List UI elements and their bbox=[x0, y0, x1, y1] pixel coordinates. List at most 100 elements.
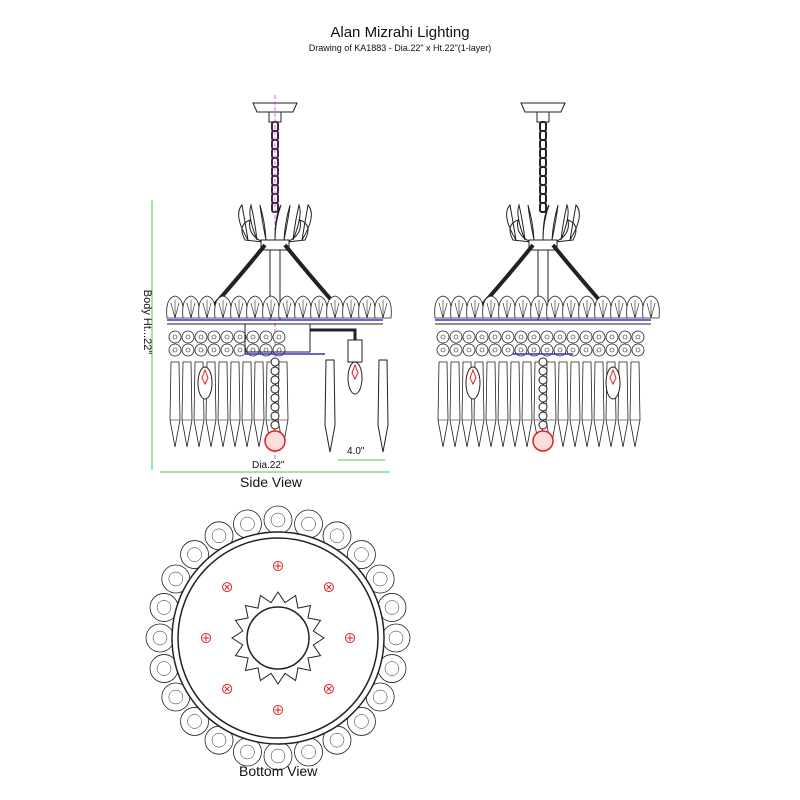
rosette-center bbox=[440, 347, 446, 353]
scallop-detail bbox=[438, 300, 448, 319]
rosette bbox=[540, 343, 554, 357]
rosette-center bbox=[531, 347, 537, 353]
light-marker bbox=[222, 683, 233, 694]
bulb-filament bbox=[609, 368, 617, 386]
candle-cup bbox=[347, 339, 363, 363]
leaf-detail bbox=[384, 661, 400, 676]
light-marker-cross bbox=[224, 584, 230, 590]
rosette bbox=[475, 330, 489, 344]
side-view-drawing bbox=[166, 95, 392, 460]
rosette bbox=[631, 330, 645, 344]
rosette bbox=[566, 330, 580, 344]
rosette-center bbox=[224, 334, 230, 340]
crystal-prism bbox=[497, 361, 509, 448]
leaf-detail bbox=[329, 732, 345, 748]
rosette bbox=[540, 330, 554, 344]
rosette-center bbox=[531, 334, 537, 340]
leaf-scallop bbox=[347, 540, 376, 569]
chain-link bbox=[539, 148, 547, 159]
rosette-center bbox=[185, 347, 191, 353]
rosette-center bbox=[492, 334, 498, 340]
scallop-detail bbox=[646, 300, 656, 319]
leaf-scallop bbox=[180, 707, 209, 736]
rosette-center bbox=[198, 347, 204, 353]
crystal-prism bbox=[169, 361, 181, 448]
light-marker bbox=[345, 633, 355, 643]
rosette-center bbox=[224, 347, 230, 353]
crown-leaf bbox=[527, 204, 535, 241]
rosette bbox=[168, 343, 182, 357]
crown-leaf bbox=[249, 203, 258, 241]
chain-link bbox=[539, 166, 547, 177]
rosette-center bbox=[518, 334, 524, 340]
crystal-prism bbox=[545, 361, 557, 448]
scroll bbox=[509, 219, 532, 243]
rosette bbox=[259, 330, 273, 344]
scroll bbox=[286, 219, 309, 243]
rosette bbox=[233, 343, 247, 357]
bead bbox=[538, 366, 548, 376]
rosette-center bbox=[211, 347, 217, 353]
center-body bbox=[244, 323, 311, 353]
scallop-detail bbox=[250, 300, 260, 319]
light-marker bbox=[222, 582, 233, 593]
leaf-detail bbox=[211, 528, 227, 544]
rosette bbox=[514, 343, 528, 357]
leaf-detail bbox=[388, 630, 404, 646]
rosette-center bbox=[505, 347, 511, 353]
canopy-neck bbox=[536, 111, 550, 123]
leaf-detail bbox=[211, 732, 227, 748]
rosette bbox=[592, 330, 606, 344]
rosette-center bbox=[609, 334, 615, 340]
light-marker bbox=[323, 683, 334, 694]
light-marker-cross bbox=[202, 634, 210, 642]
crystal-prism bbox=[277, 361, 289, 448]
crystal-ball bbox=[532, 430, 554, 452]
light-marker-cross bbox=[326, 686, 332, 692]
crystal-prism bbox=[449, 361, 461, 448]
rosette-center bbox=[609, 347, 615, 353]
crystal-prism bbox=[593, 361, 605, 448]
crown-base bbox=[528, 239, 558, 251]
rosette bbox=[553, 343, 567, 357]
leaf-detail bbox=[270, 748, 286, 764]
canopy bbox=[520, 102, 566, 113]
crystal-prism bbox=[253, 361, 265, 448]
bead bbox=[538, 375, 548, 385]
crystal-prism bbox=[229, 361, 241, 448]
rosette bbox=[194, 343, 208, 357]
leaf-detail bbox=[187, 714, 202, 729]
rosette-center bbox=[250, 334, 256, 340]
rosette-center bbox=[583, 334, 589, 340]
rosette bbox=[462, 343, 476, 357]
rosette-center bbox=[237, 334, 243, 340]
chain-link bbox=[539, 202, 547, 213]
light-marker-cross bbox=[346, 634, 354, 642]
light-marker bbox=[323, 582, 334, 593]
scallop-detail bbox=[202, 300, 212, 319]
rosette bbox=[220, 343, 234, 357]
scallop-detail bbox=[298, 300, 308, 319]
chain-link bbox=[539, 121, 547, 132]
rosette-center bbox=[622, 347, 628, 353]
bead bbox=[270, 384, 280, 394]
leaf-scallop bbox=[347, 707, 376, 736]
scallop-detail bbox=[518, 300, 528, 319]
scallop-detail bbox=[186, 300, 196, 319]
rosette bbox=[246, 330, 260, 344]
side-view-label: Side View bbox=[240, 474, 303, 490]
crown-leaf bbox=[517, 203, 526, 241]
scallop-detail bbox=[582, 300, 592, 319]
scallop-detail bbox=[234, 300, 244, 319]
rosette bbox=[272, 330, 286, 344]
rosette bbox=[566, 343, 580, 357]
bulb-filament bbox=[351, 363, 359, 381]
crown-leaf bbox=[283, 204, 291, 241]
leaf-detail bbox=[301, 744, 316, 760]
rosette bbox=[272, 343, 286, 357]
leaf-detail bbox=[372, 689, 388, 705]
rosette-center bbox=[172, 334, 178, 340]
rosette bbox=[207, 343, 221, 357]
leaf-scallop bbox=[381, 623, 411, 653]
